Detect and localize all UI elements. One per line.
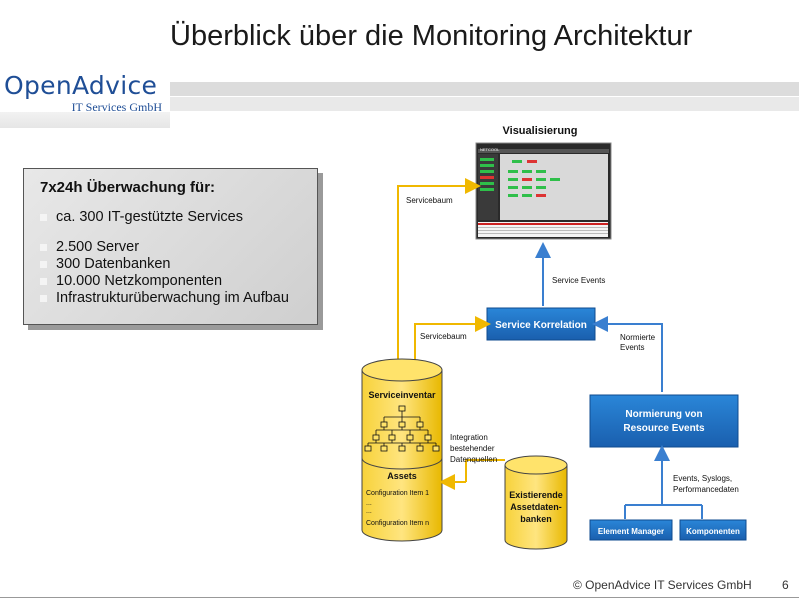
summary-box: 7x24h Überwachung für: ca. 300 IT-gestüt…	[23, 168, 318, 325]
config-item-1: Configuration Item 1	[366, 490, 429, 497]
normierung-box	[589, 394, 739, 448]
normierung-label-1: Normierung von	[625, 409, 702, 420]
existierende-label-1: Existierende	[509, 490, 563, 500]
normierte-events-label-1: Normierte	[620, 333, 656, 342]
komponenten-box	[679, 519, 747, 541]
summary-item: Infrastrukturüberwachung im Aufbau	[38, 290, 289, 307]
servicebaum-top-arrow	[397, 178, 481, 362]
element-manager-box	[589, 519, 673, 541]
element-manager-label: Element Manager	[598, 527, 664, 536]
existierende-cylinder	[504, 455, 568, 550]
summary-item: 300 Datenbanken	[38, 256, 289, 273]
existierende-label-3: banken	[520, 514, 552, 524]
page-title: Überblick über die Monitoring Architektu…	[170, 20, 693, 52]
visualisierung-label: Visualisierung	[503, 125, 578, 137]
config-item-dots: ...	[366, 508, 372, 515]
komponenten-label: Komponenten	[686, 527, 740, 536]
servicebaum-mid-label: Servicebaum	[420, 332, 467, 341]
servicebaum-top-label: Servicebaum	[406, 196, 453, 205]
normierung-label-2: Resource Events	[623, 423, 705, 434]
logo-band	[0, 112, 170, 128]
events-label-1: Events, Syslogs,	[673, 474, 732, 483]
dashboard-screenshot: NETCOOL	[475, 142, 612, 240]
summary-item: ca. 300 IT-gestützte Services	[38, 209, 289, 226]
header-band-lower	[170, 97, 799, 111]
servicebaum-mid-arrow	[414, 316, 491, 364]
service-korrelation-label: Service Korrelation	[495, 320, 587, 331]
summary-item: 2.500 Server	[38, 239, 289, 256]
header-band	[170, 82, 799, 96]
architecture-diagram: Visualisierung NETCOOL Serviceb	[361, 125, 747, 550]
normierte-events-label-2: Events	[620, 343, 644, 352]
integration-label-2: bestehender	[450, 444, 495, 453]
service-events-label: Service Events	[552, 276, 605, 285]
service-tree-icon	[364, 405, 440, 452]
config-item-dots: ...	[366, 500, 372, 507]
summary-heading: 7x24h Überwachung für:	[40, 179, 216, 196]
assets-label: Assets	[387, 471, 417, 481]
footer-divider	[0, 597, 799, 598]
summary-item: 10.000 Netzkomponenten	[38, 273, 289, 290]
logo-subtitle: IT Services GmbH	[71, 100, 162, 114]
footer-copyright: © OpenAdvice IT Services GmbH	[573, 578, 752, 592]
screen-brand: NETCOOL	[480, 147, 500, 152]
integration-label-3: Datenquellen	[450, 455, 497, 464]
events-label-2: Performancedaten	[673, 485, 739, 494]
serviceinventar-cylinder	[361, 358, 443, 542]
existierende-label-2: Assetdaten-	[510, 502, 562, 512]
serviceinventar-label: Serviceinventar	[368, 390, 436, 400]
normierte-events-arrow	[592, 316, 663, 392]
integration-connector	[465, 459, 505, 482]
summary-list: ca. 300 IT-gestützte Services 2.500 Serv…	[38, 209, 289, 307]
integration-label-1: Integration	[450, 433, 488, 442]
page-number: 6	[782, 578, 789, 592]
logo-name: OpenAdvice	[4, 71, 158, 100]
config-item-n: Configuration Item n	[366, 520, 429, 527]
